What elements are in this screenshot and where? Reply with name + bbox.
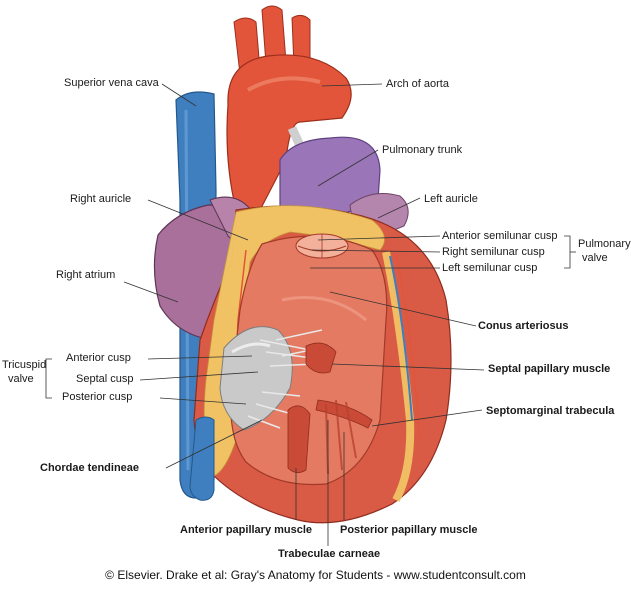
- label-anterior-semilunar-cusp: Anterior semilunar cusp: [442, 230, 558, 242]
- label-chordae-tendineae: Chordae tendineae: [40, 462, 140, 474]
- label-tricuspid-valve-2: valve: [8, 373, 34, 385]
- label-tricuspid-valve-1: Tricuspid: [2, 359, 47, 371]
- label-right-atrium: Right atrium: [56, 269, 116, 281]
- label-pulmonary-valve-1: Pulmonary: [578, 238, 631, 250]
- anterior-papillary-muscle-shape: [287, 405, 311, 473]
- label-superior-vena-cava: Superior vena cava: [64, 77, 159, 89]
- label-left-auricle: Left auricle: [424, 193, 478, 205]
- label-septal-cusp: Septal cusp: [76, 373, 134, 385]
- label-anterior-papillary-muscle: Anterior papillary muscle: [180, 524, 313, 536]
- label-arch-of-aorta: Arch of aorta: [386, 78, 449, 90]
- septal-papillary-muscle-shape: [305, 342, 337, 374]
- label-septal-papillary-muscle: Septal papillary muscle: [488, 363, 611, 375]
- label-trabeculae-carneae: Trabeculae carneae: [278, 548, 381, 560]
- copyright-credit: © Elsevier. Drake et al: Gray's Anatomy …: [105, 568, 526, 582]
- label-posterior-papillary-muscle: Posterior papillary muscle: [340, 524, 478, 536]
- label-conus-arteriosus: Conus arteriosus: [478, 320, 569, 332]
- label-anterior-cusp: Anterior cusp: [66, 352, 131, 364]
- label-right-semilunar-cusp: Right semilunar cusp: [442, 246, 545, 258]
- label-septomarginal-trabecula: Septomarginal trabecula: [486, 405, 615, 417]
- septomarginal-trabecula-shape: [315, 399, 373, 429]
- chordae-tendineae-shape: [247, 329, 331, 429]
- label-left-semilunar-cusp: Left semilunar cusp: [442, 262, 538, 274]
- label-right-auricle: Right auricle: [70, 193, 132, 205]
- label-pulmonary-trunk: Pulmonary trunk: [382, 144, 463, 156]
- aorta-branch-2: [261, 5, 287, 65]
- aorta-arch-shape: [226, 54, 352, 211]
- label-pulmonary-valve-2: valve: [582, 252, 608, 264]
- label-posterior-cusp: Posterior cusp: [62, 391, 133, 403]
